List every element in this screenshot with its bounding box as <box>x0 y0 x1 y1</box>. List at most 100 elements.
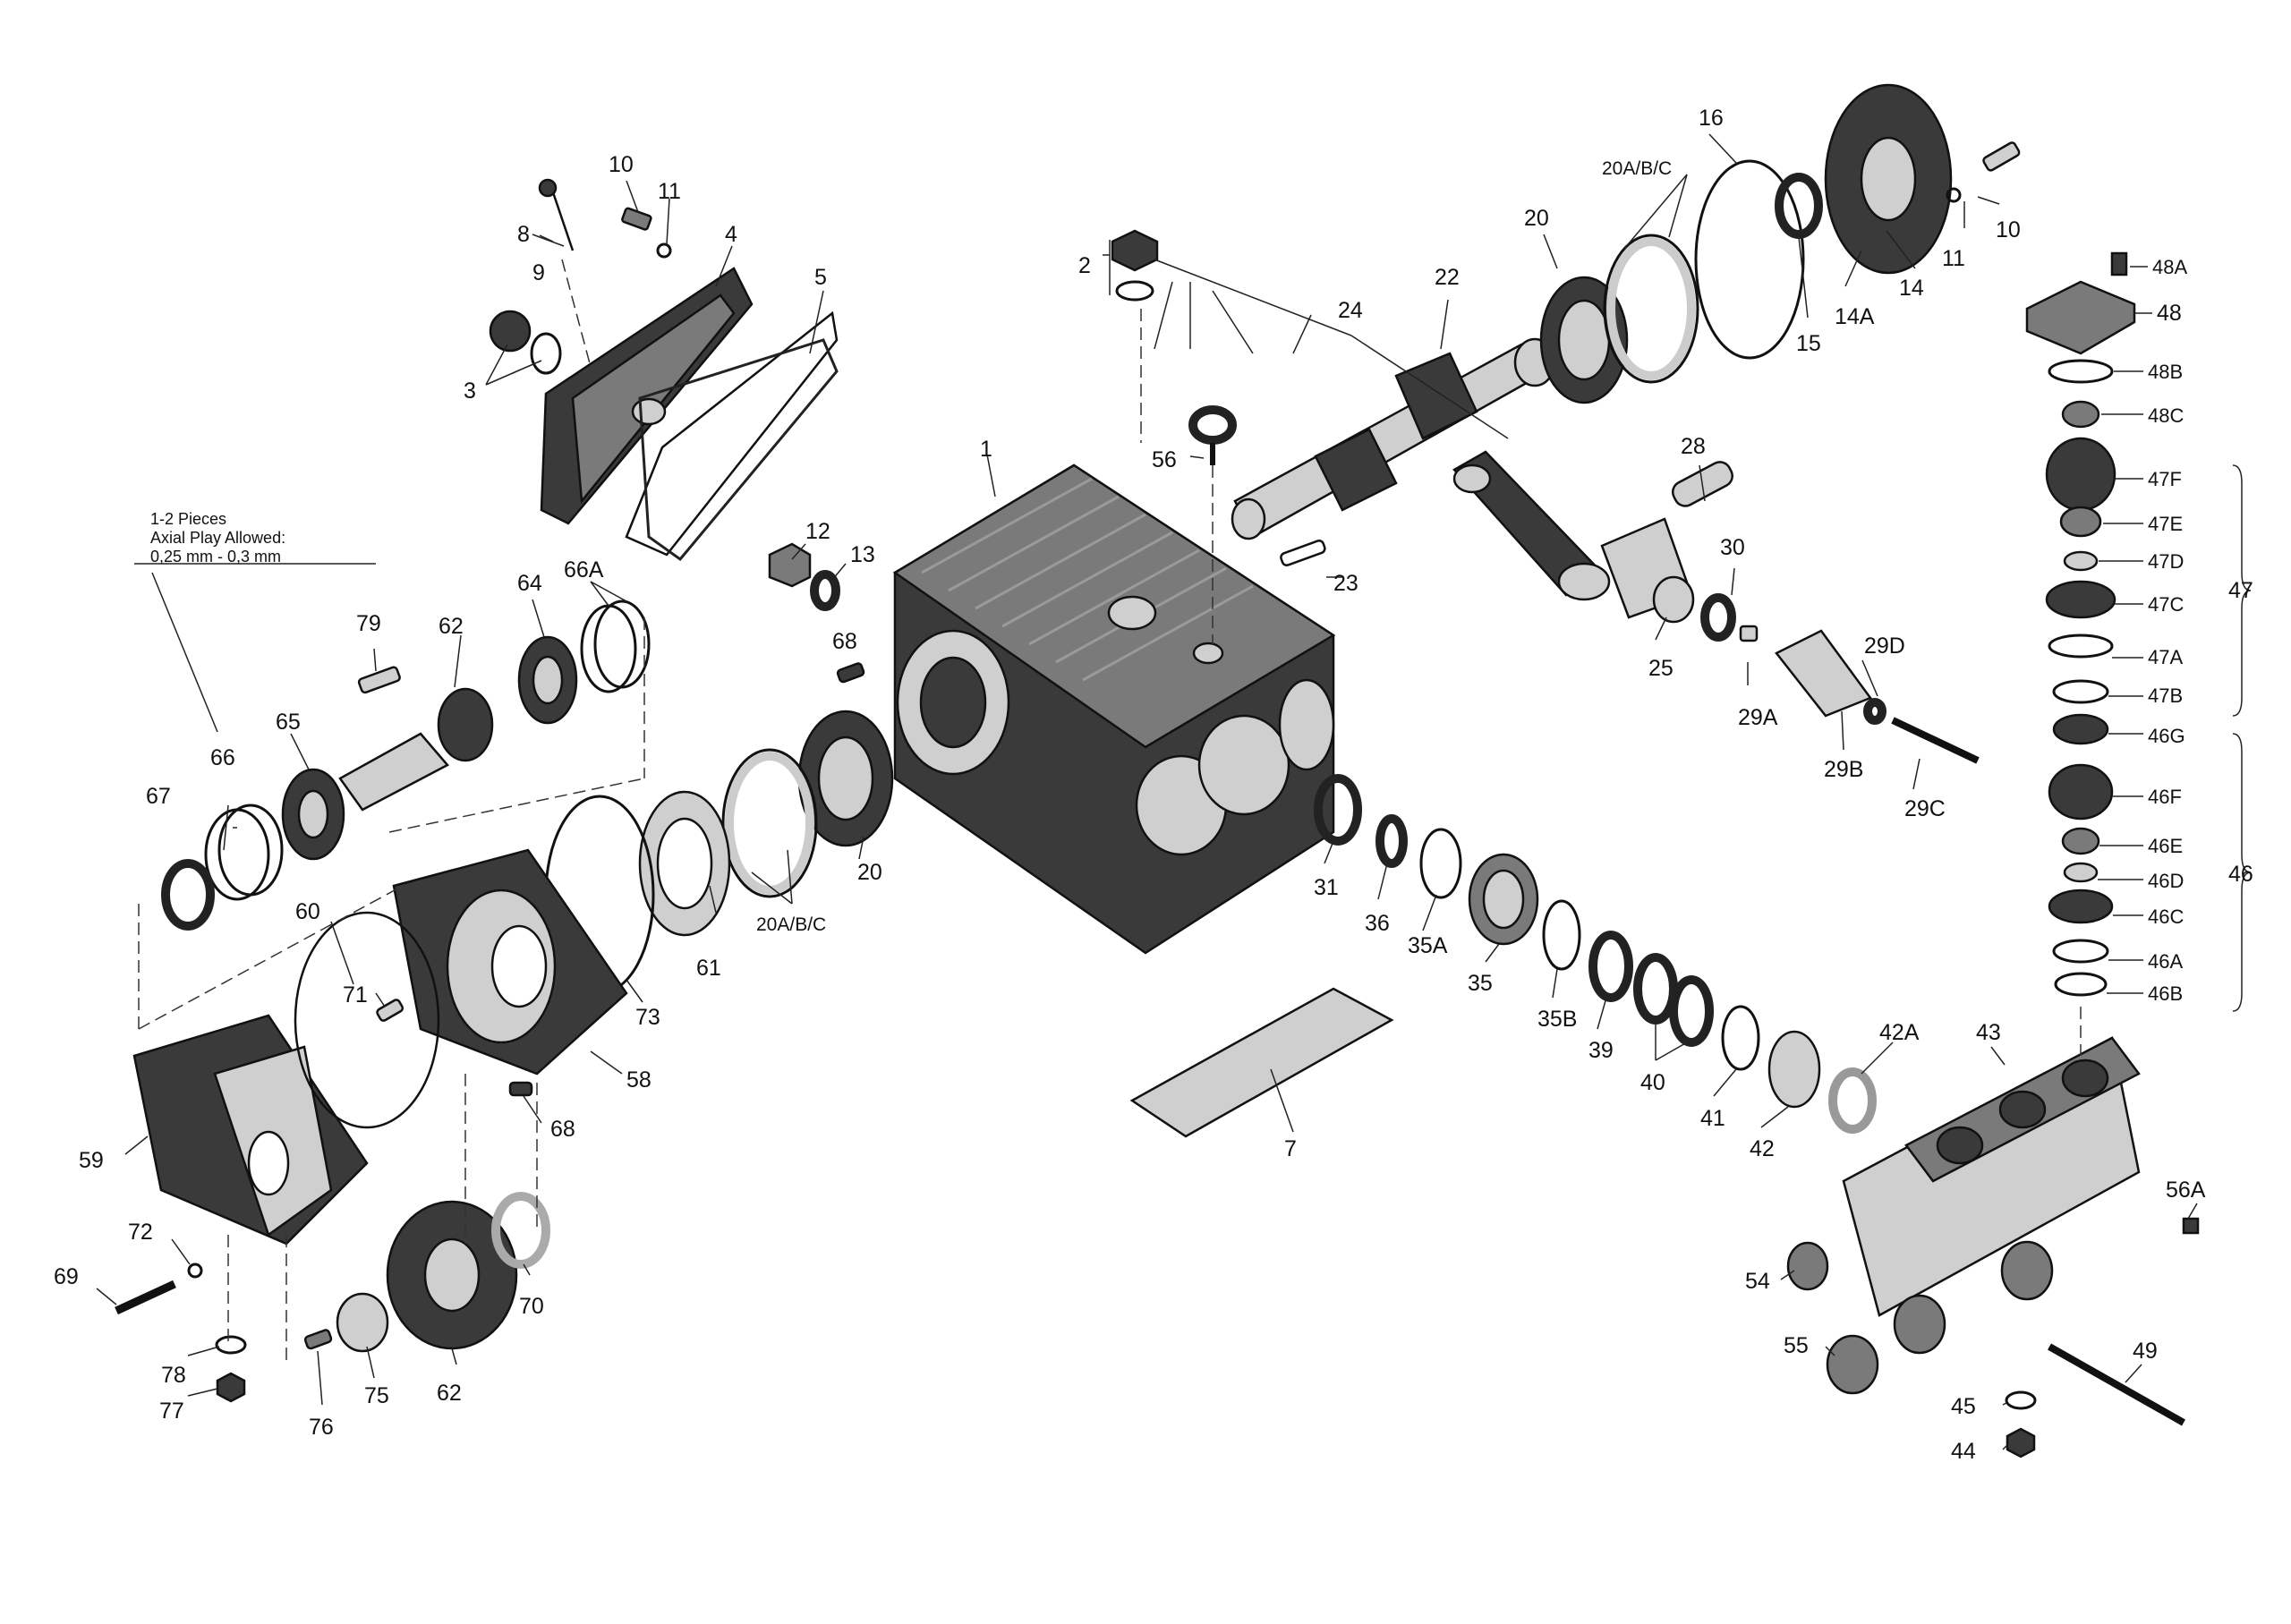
small-fasteners <box>489 178 672 375</box>
label-47F: 47F <box>2148 468 2182 490</box>
label-4: 4 <box>725 222 737 247</box>
label-15: 15 <box>1796 331 1821 356</box>
gearbox-group <box>132 848 628 1246</box>
label-23: 23 <box>1333 571 1358 596</box>
oil-plug-part <box>1111 229 1159 302</box>
label-20ABC-left: 20A/B/C <box>756 914 826 935</box>
label-47D: 47D <box>2148 550 2184 573</box>
label-35A: 35A <box>1408 933 1448 958</box>
label-29C: 29C <box>1904 796 1946 821</box>
label-13: 13 <box>850 542 875 567</box>
pump-head-part <box>1842 1036 2141 1355</box>
label-22: 22 <box>1435 265 1460 290</box>
label-70: 70 <box>519 1294 544 1319</box>
label-42: 42 <box>1750 1136 1775 1161</box>
label-20-right: 20 <box>1524 206 1549 231</box>
label-75: 75 <box>364 1383 389 1408</box>
label-54: 54 <box>1745 1269 1770 1294</box>
label-11-left: 11 <box>658 179 681 204</box>
label-29A: 29A <box>1738 705 1778 730</box>
label-62-lower: 62 <box>437 1381 462 1406</box>
label-61: 61 <box>696 956 721 981</box>
label-36: 36 <box>1365 911 1390 936</box>
eye-bolt-part <box>1188 405 1237 465</box>
note-line-3: 0,25 mm - 0,3 mm <box>150 548 281 565</box>
label-47B: 47B <box>2148 684 2183 707</box>
part-labels: 1 2 3 4 5 7 8 9 10 10 11 11 12 13 14 14A… <box>54 106 2253 1464</box>
label-46: 46 <box>2228 862 2253 887</box>
label-47C: 47C <box>2148 593 2184 616</box>
note-line-2: Axial Play Allowed: <box>150 529 285 547</box>
label-69: 69 <box>54 1264 79 1289</box>
label-77: 77 <box>159 1399 184 1424</box>
label-24: 24 <box>1338 298 1363 323</box>
seal-stack <box>1314 774 1877 1134</box>
label-56: 56 <box>1152 447 1177 472</box>
label-2: 2 <box>1078 253 1091 278</box>
right-bearing-group <box>1539 83 2021 404</box>
tray-part <box>1129 987 1394 1138</box>
valve-stack <box>2025 251 2136 997</box>
label-44: 44 <box>1951 1439 1976 1464</box>
leader-lines <box>96 133 2252 1450</box>
label-8: 8 <box>517 222 530 247</box>
label-35B: 35B <box>1537 1007 1577 1032</box>
label-48C: 48C <box>2148 404 2184 427</box>
key-23 <box>1280 540 1326 566</box>
crankcase-part <box>892 463 1336 955</box>
label-3: 3 <box>464 378 476 404</box>
label-48: 48 <box>2157 301 2182 326</box>
label-47: 47 <box>2228 578 2253 603</box>
label-67: 67 <box>146 784 171 809</box>
label-46E: 46E <box>2148 835 2183 857</box>
label-73: 73 <box>635 1005 660 1030</box>
label-71: 71 <box>343 982 368 1008</box>
crankshaft-part <box>1231 337 1556 540</box>
label-43: 43 <box>1976 1020 2001 1045</box>
label-47A: 47A <box>2148 646 2183 668</box>
label-46F: 46F <box>2148 786 2182 808</box>
label-66A: 66A <box>564 557 604 582</box>
label-11-right: 11 <box>1942 246 1965 271</box>
oil-cover-part <box>540 267 839 557</box>
label-66: 66 <box>210 745 235 770</box>
label-41: 41 <box>1700 1106 1725 1131</box>
label-79: 79 <box>356 611 381 636</box>
label-9: 9 <box>532 260 545 285</box>
note-line-1: 1-2 Pieces <box>150 510 226 528</box>
label-68-lower: 68 <box>550 1117 575 1142</box>
label-78: 78 <box>161 1363 186 1388</box>
gasket-5 <box>638 338 839 562</box>
label-56A: 56A <box>2166 1178 2206 1203</box>
label-14A: 14A <box>1835 304 1875 329</box>
label-62-upper: 62 <box>439 614 464 639</box>
axial-play-note: 1-2 Pieces Axial Play Allowed: 0,25 mm -… <box>150 510 285 565</box>
label-65: 65 <box>276 710 301 735</box>
label-29D: 29D <box>1864 633 1905 659</box>
label-46G: 46G <box>2148 725 2185 747</box>
label-42A: 42A <box>1879 1020 1920 1045</box>
label-72: 72 <box>128 1220 153 1245</box>
label-29B: 29B <box>1824 757 1863 782</box>
label-40: 40 <box>1640 1070 1665 1095</box>
label-60: 60 <box>295 899 320 924</box>
plunger-group <box>1700 593 1980 764</box>
label-20-left: 20 <box>857 860 882 885</box>
label-31: 31 <box>1314 875 1339 900</box>
label-46B: 46B <box>2148 982 2183 1005</box>
label-48A: 48A <box>2152 256 2187 278</box>
label-5: 5 <box>814 265 827 290</box>
head-fasteners <box>1786 1217 2200 1458</box>
label-20ABC-right: 20A/B/C <box>1602 158 1672 179</box>
label-68-upper: 68 <box>832 629 857 654</box>
label-14: 14 <box>1899 276 1924 301</box>
conrod-part <box>1452 450 1695 624</box>
label-1: 1 <box>980 437 992 462</box>
label-7: 7 <box>1284 1136 1297 1161</box>
label-10-right: 10 <box>1996 217 2021 242</box>
label-16: 16 <box>1699 106 1724 131</box>
label-45: 45 <box>1951 1394 1976 1419</box>
label-49: 49 <box>2133 1339 2158 1364</box>
label-10-left: 10 <box>609 152 634 177</box>
label-76: 76 <box>309 1415 334 1440</box>
